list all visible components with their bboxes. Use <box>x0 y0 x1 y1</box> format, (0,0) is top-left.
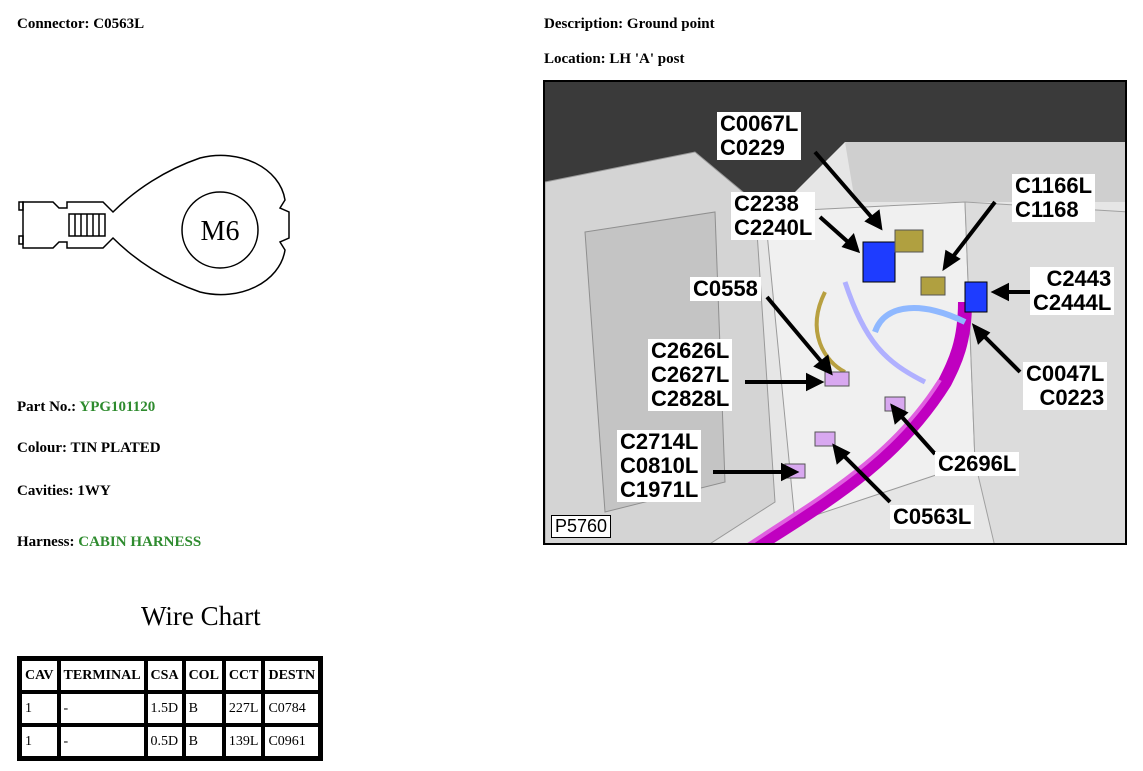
wire-chart-cell: B <box>183 692 224 725</box>
part-no-value[interactable]: YPG101120 <box>79 399 156 415</box>
wire-chart-cell: - <box>58 692 146 725</box>
colour-label: Colour: <box>17 440 67 456</box>
description-label: Description: <box>544 16 624 32</box>
wire-chart-cell: - <box>58 725 146 758</box>
wire-chart-cell: C0961 <box>263 725 321 758</box>
callout-c0563l: C0563L <box>890 505 975 529</box>
wire-chart-header-cell: COL <box>183 659 224 692</box>
connector-label: Connector: <box>17 16 90 32</box>
wire-chart-cell: 139L <box>223 725 264 758</box>
colour-field: Colour: TIN PLATED <box>17 440 161 457</box>
callout-c2696l: C2696L <box>935 452 1020 476</box>
colour-value: TIN PLATED <box>70 440 161 456</box>
location-field: Location: LH 'A' post <box>544 51 684 68</box>
wire-chart-header-cell: DESTN <box>263 659 321 692</box>
wire-chart-cell: 0.5D <box>145 725 184 758</box>
cavities-value: 1WY <box>77 483 111 499</box>
terminal-size-text: M6 <box>201 216 240 247</box>
wire-chart-cell: 227L <box>223 692 264 725</box>
description-field: Description: Ground point <box>544 16 715 33</box>
cavities-label: Cavities: <box>17 483 74 499</box>
callout-c0558: C0558 <box>690 277 761 301</box>
location-value: LH 'A' post <box>609 51 685 67</box>
wire-chart-header-cell: CAV <box>20 659 59 692</box>
connector-value: C0563L <box>93 16 145 32</box>
connector-field: Connector: C0563L <box>17 16 144 33</box>
wire-chart-cell: 1.5D <box>145 692 184 725</box>
wire-chart-cell: C0784 <box>263 692 321 725</box>
harness-label: Harness: <box>17 534 75 550</box>
photo-reference-label: P5760 <box>551 515 612 538</box>
wire-chart-header-cell: CSA <box>145 659 184 692</box>
part-no-field: Part No.: YPG101120 <box>17 399 155 416</box>
wire-chart-header-cell: CCT <box>223 659 264 692</box>
wire-chart-title: Wire Chart <box>141 601 261 631</box>
description-value: Ground point <box>626 16 715 32</box>
part-no-label: Part No.: <box>17 399 77 415</box>
harness-field: Harness: CABIN HARNESS <box>17 534 201 551</box>
wire-chart-cell: B <box>183 725 224 758</box>
ring-terminal-drawing: M6 <box>18 154 290 296</box>
harness-value[interactable]: CABIN HARNESS <box>78 534 202 550</box>
wire-chart-header-cell: TERMINAL <box>58 659 146 692</box>
wire-chart-cell: 1 <box>20 692 59 725</box>
wire-chart-cell: 1 <box>20 725 59 758</box>
location-label: Location: <box>544 51 606 67</box>
cavities-field: Cavities: 1WY <box>17 483 111 500</box>
